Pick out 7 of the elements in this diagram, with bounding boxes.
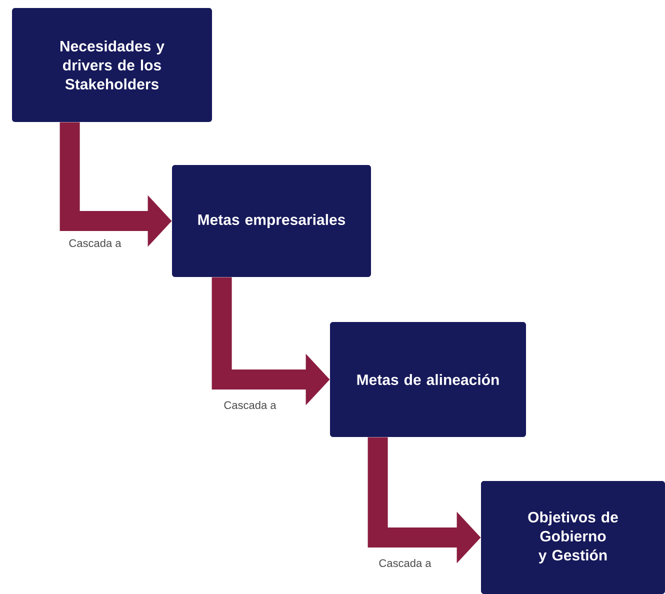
process-box: Metas de alineación — [330, 322, 526, 437]
process-box: Metas empresariales — [172, 165, 371, 277]
process-box: Objetivos de Gobierno y Gestión — [481, 481, 665, 594]
edge-label: Cascada a — [378, 558, 432, 568]
edge-label: Cascada a — [222, 400, 278, 410]
process-box: Necesidades y drivers de los Stakeholders — [12, 8, 212, 122]
edge-label: Cascada a — [68, 238, 122, 248]
